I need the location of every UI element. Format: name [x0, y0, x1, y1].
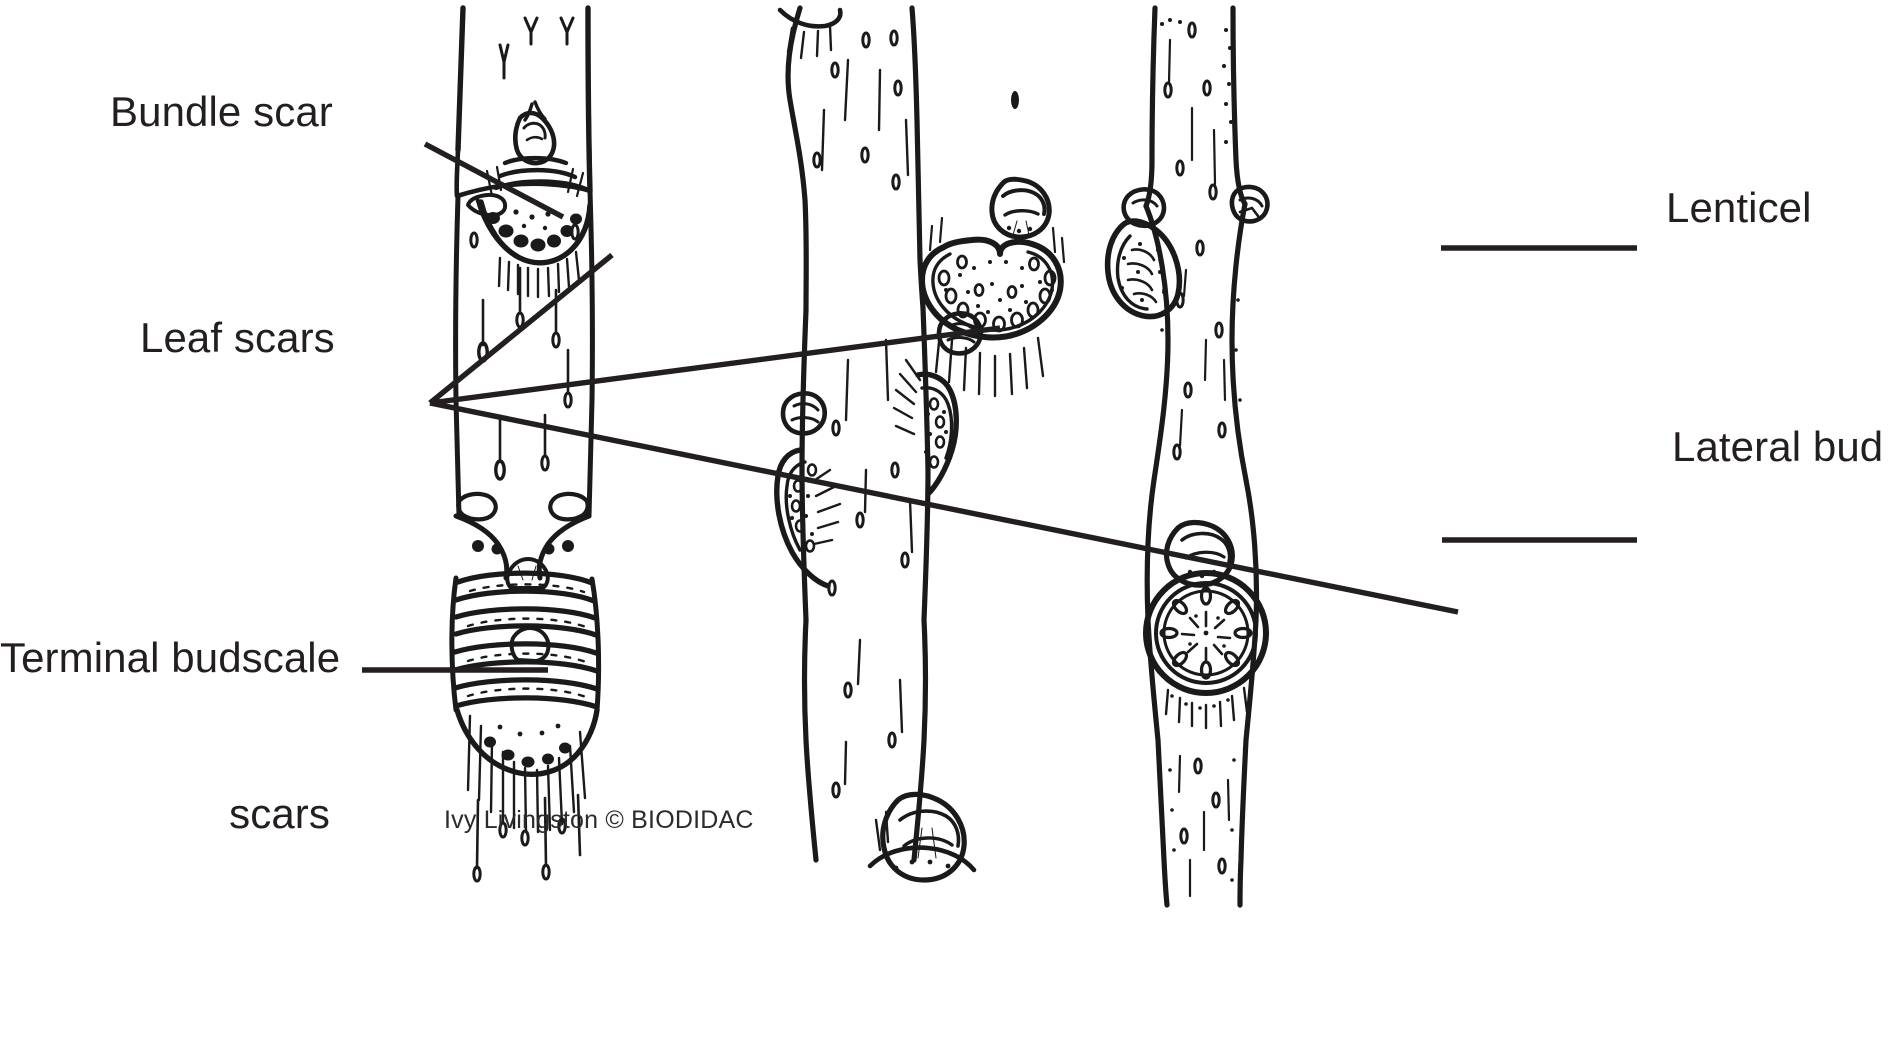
label-lateral-bud: Lateral bud — [1672, 423, 1884, 470]
label-lenticel: Lenticel — [1666, 184, 1812, 231]
leader-lines — [362, 141, 1637, 673]
leader-leaf-scars-left — [428, 252, 614, 406]
twig-left-drawing — [449, 5, 602, 883]
credit-line: Ivy Livingston © BIODIDAC — [444, 806, 754, 834]
twig-middle-drawing — [774, 5, 1066, 883]
leader-leaf-scars-right — [429, 400, 1459, 615]
label-terminal-budscale-scars-line1: Terminal budscale — [0, 634, 341, 681]
twig-right-drawing — [1104, 5, 1270, 908]
leader-bundle-scar — [423, 141, 565, 220]
label-terminal-budscale-scars-line2: scars — [229, 790, 330, 837]
label-leaf-scars: Leaf scars — [140, 314, 335, 361]
leader-leaf-scars-middle — [429, 325, 1001, 406]
label-terminal-budscale-scars: Terminal budscale scars — [0, 528, 341, 944]
label-bundle-scar: Bundle scar — [110, 88, 333, 135]
